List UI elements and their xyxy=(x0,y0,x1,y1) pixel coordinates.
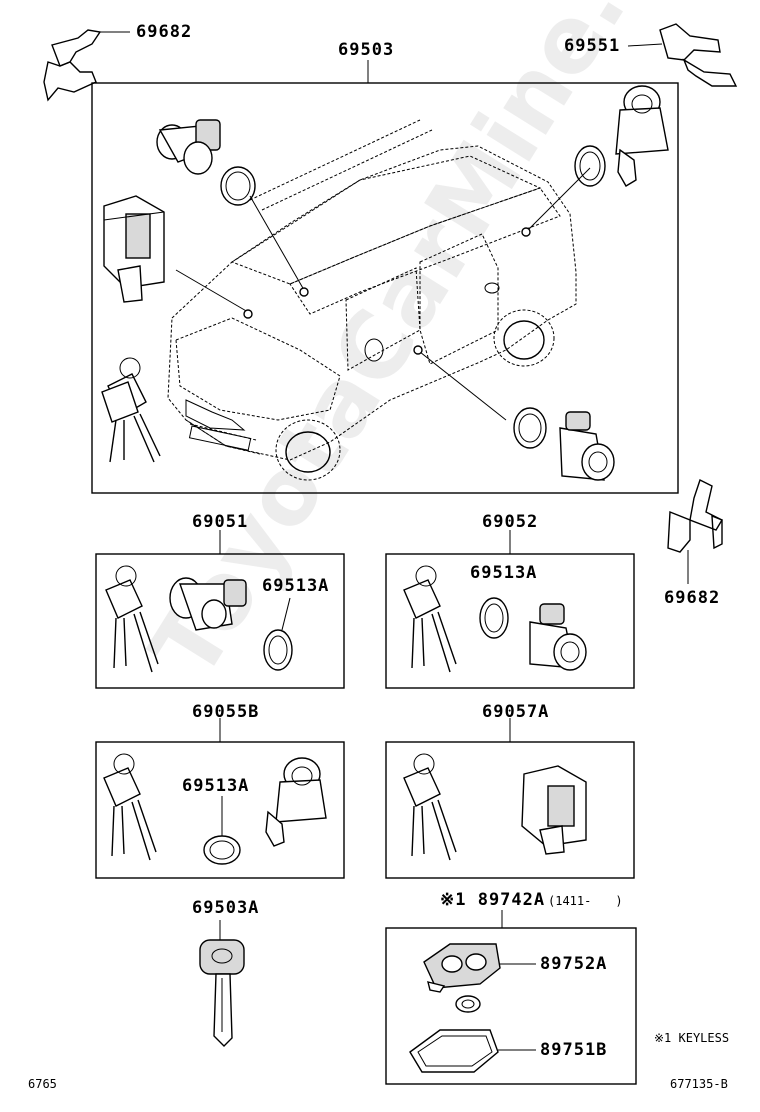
ring-main-2 xyxy=(574,145,606,187)
label-69682-right: 69682 xyxy=(664,588,721,608)
label-69551: 69551 xyxy=(564,36,621,56)
box-89742a xyxy=(385,927,637,1085)
label-69052: 69052 xyxy=(482,512,539,532)
clip-69682-right xyxy=(667,479,723,584)
ring-main-3 xyxy=(513,407,547,449)
label-89742a-range: (1411- ) xyxy=(548,894,623,908)
clip-69682-top xyxy=(43,29,130,102)
label-69513a-3: 69513A xyxy=(182,776,250,796)
keys-main xyxy=(101,357,161,463)
label-89751b: 89751B xyxy=(540,1040,608,1060)
lock-cylinder-69052 xyxy=(529,603,587,671)
clip-69551 xyxy=(627,23,738,87)
label-69682-top: 69682 xyxy=(136,22,193,42)
label-69503: 69503 xyxy=(338,40,395,60)
label-69513a-1: 69513A xyxy=(262,576,330,596)
note-keyless: ※1 KEYLESS xyxy=(654,1031,730,1045)
ignition-lock-69057a xyxy=(521,765,587,855)
lock-cylinder-main-2 xyxy=(615,85,669,187)
main-frame xyxy=(91,82,679,494)
lock-cylinder-69055b xyxy=(265,757,327,847)
keys-69052 xyxy=(403,565,457,673)
transmitter-case-89752a xyxy=(423,943,501,993)
label-69055b: 69055B xyxy=(192,702,260,722)
drawing-number: 677135-B xyxy=(670,1077,728,1091)
battery xyxy=(455,995,481,1013)
page-code: 6765 xyxy=(28,1077,57,1091)
lock-cylinder-69051 xyxy=(169,577,247,631)
label-69057a: 69057A xyxy=(482,702,550,722)
transmitter-cover-89751b xyxy=(409,1029,499,1073)
label-89742a: ※1 89742A xyxy=(440,890,546,910)
label-69051: 69051 xyxy=(192,512,249,532)
label-69513a-2: 69513A xyxy=(470,563,538,583)
ring-main-1 xyxy=(220,166,256,206)
keys-69051 xyxy=(105,565,159,673)
ring-69055b xyxy=(203,835,241,865)
key-69503a xyxy=(199,939,245,1047)
ring-69052 xyxy=(479,597,509,639)
label-69503a: 69503A xyxy=(192,898,260,918)
leaders-main xyxy=(175,167,591,421)
keys-69057a xyxy=(403,753,457,861)
keys-69055b xyxy=(103,753,157,861)
lock-cylinder-main-1 xyxy=(156,119,221,175)
vehicle-outline xyxy=(167,119,577,481)
ring-69051 xyxy=(263,629,293,671)
ignition-lock-main xyxy=(103,195,165,303)
label-89752a: 89752A xyxy=(540,954,608,974)
box-69057a xyxy=(385,741,635,879)
lock-cylinder-main-3 xyxy=(559,411,615,481)
